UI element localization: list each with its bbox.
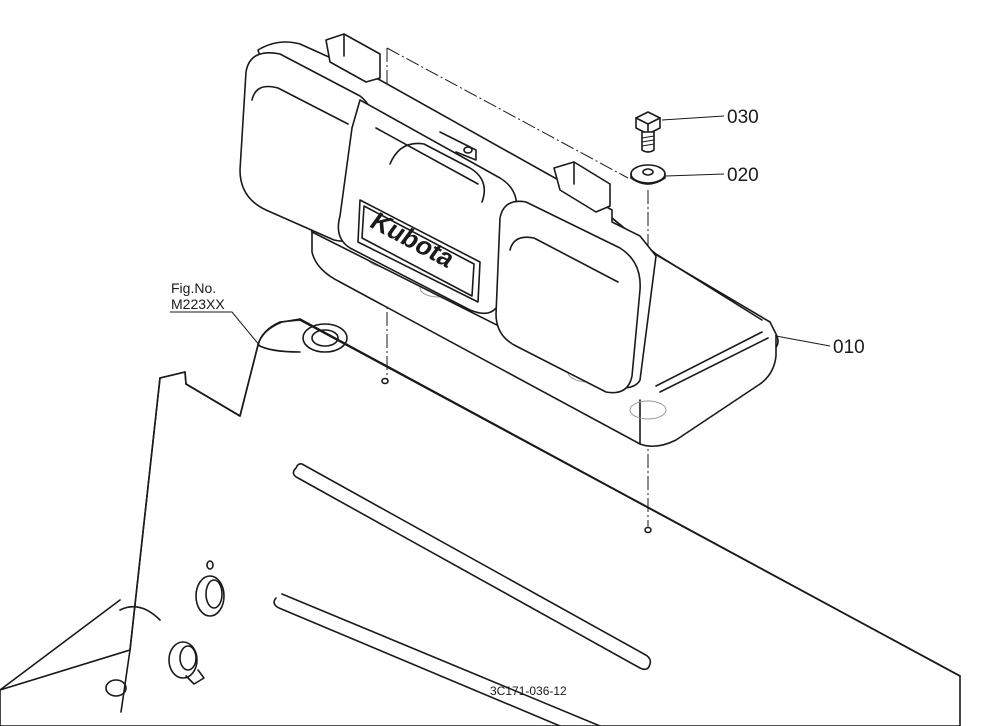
part-number-010: 010 — [833, 337, 865, 358]
washer — [630, 164, 666, 185]
part-number-030: 030 — [727, 107, 759, 128]
tray-cover: Kubota — [239, 33, 657, 394]
figure-ref-number: M223XX — [171, 296, 225, 312]
mounting-plate — [0, 318, 961, 726]
figure-ref-label: Fig.No. — [171, 280, 216, 296]
leader-lines — [170, 115, 831, 347]
part-number-020: 020 — [727, 165, 759, 186]
drawing-code: 3C171-036-12 — [490, 684, 567, 698]
bolt — [635, 111, 661, 153]
